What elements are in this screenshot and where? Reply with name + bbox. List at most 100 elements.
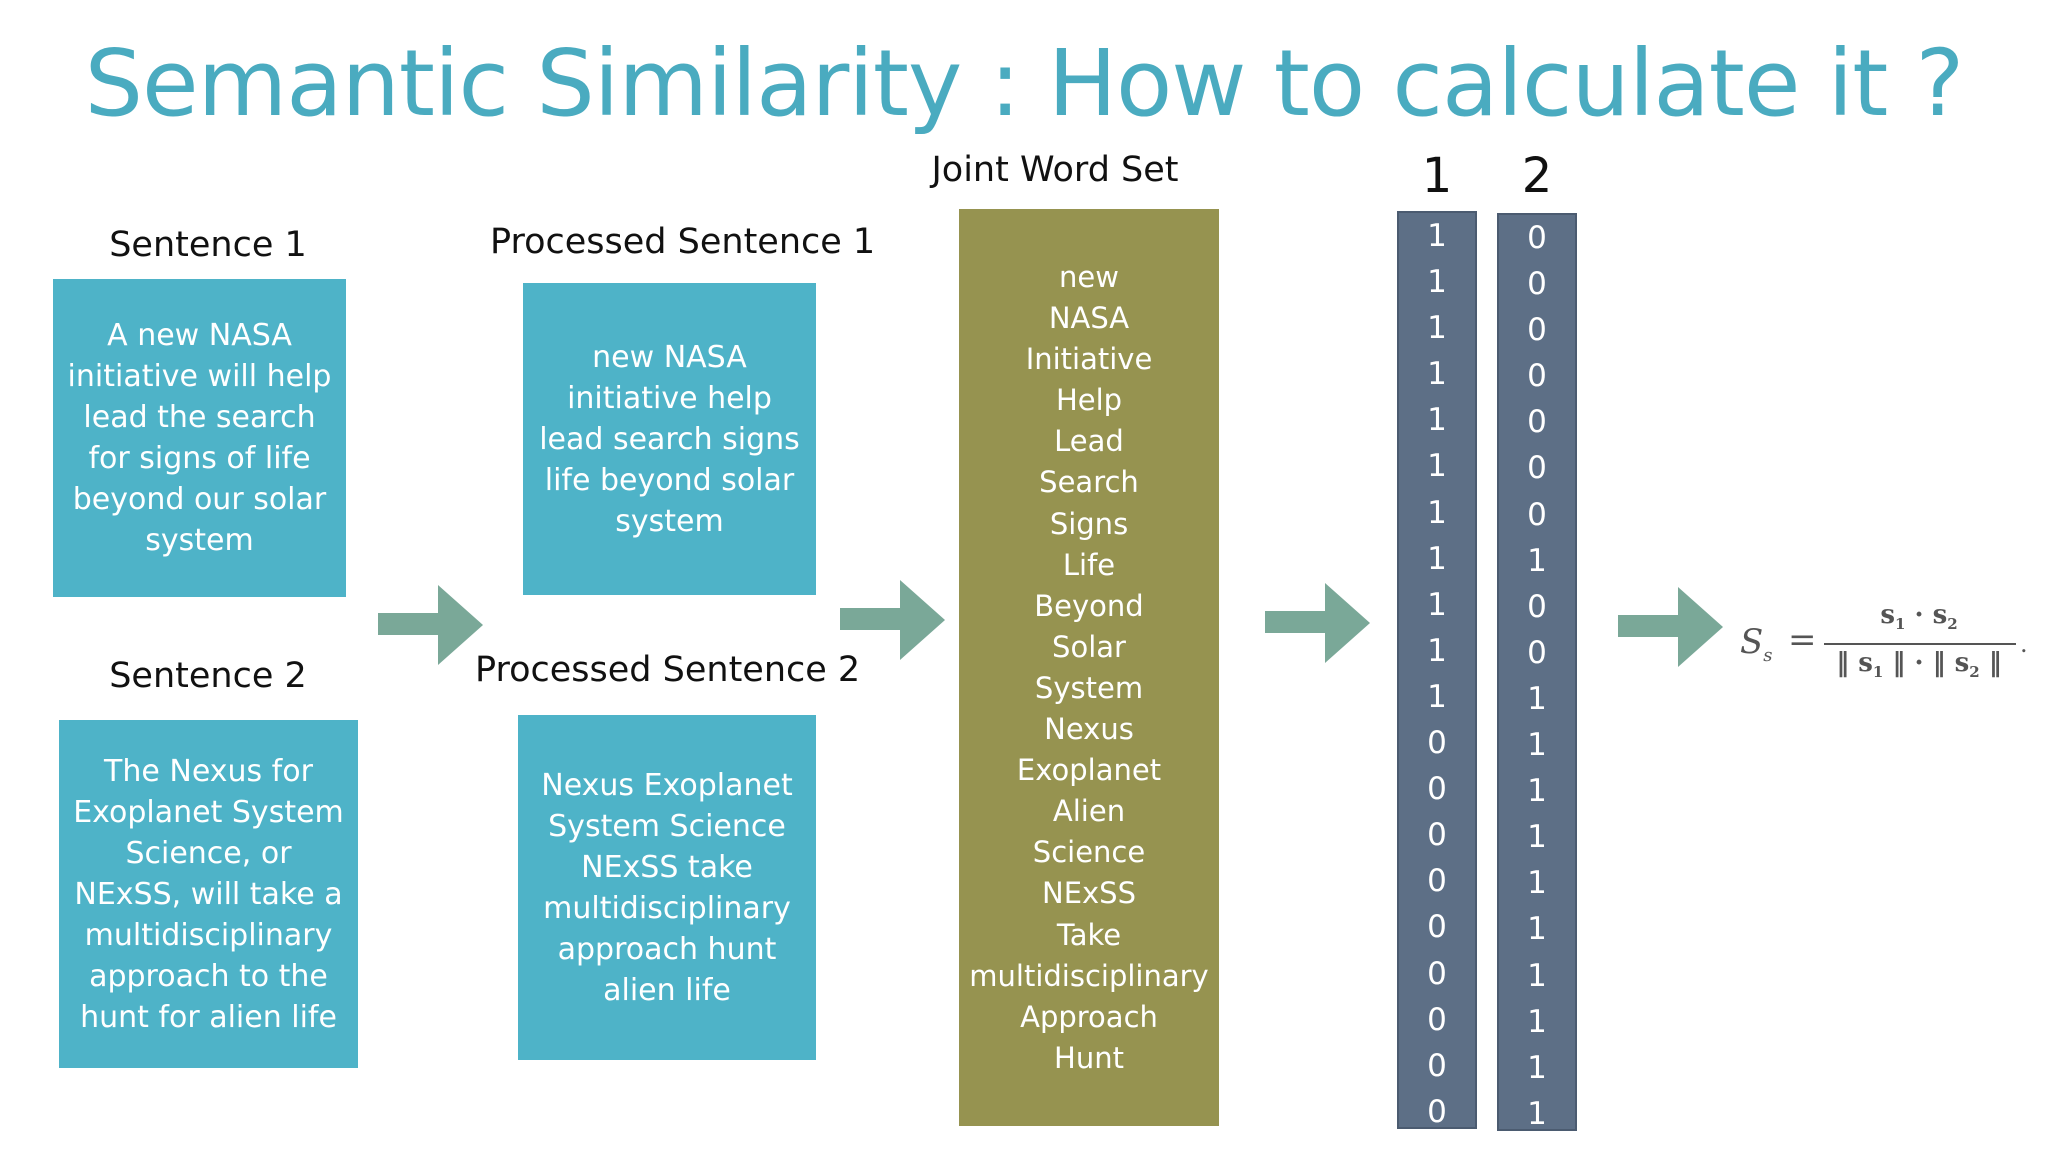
formula-numerator: s1 · s2 — [1824, 600, 2014, 633]
joint-word-set-box: new NASA Initiative Help Lead Search Sig… — [959, 209, 1219, 1126]
arrow-right-icon — [840, 580, 945, 660]
joint-word: Alien — [1052, 794, 1126, 829]
vector2-value: 1 — [1527, 819, 1547, 856]
formula-den-b-subscript: 2 — [1969, 663, 1980, 682]
formula-dot-operator: · — [1914, 600, 1924, 630]
joint-word: Exoplanet — [1016, 753, 1162, 788]
arrow-right-icon — [378, 585, 483, 665]
sentence1-box: A new NASA initiative will help lead the… — [53, 279, 346, 597]
vector2-value: 1 — [1527, 1095, 1547, 1132]
joint-word: Search — [1039, 465, 1139, 500]
vector1-value: 1 — [1427, 356, 1447, 393]
vector2-value: 0 — [1527, 220, 1547, 256]
formula-norm-bar: ‖ — [1932, 648, 1946, 678]
vector1-column: 1 1 1 1 1 1 1 1 1 1 1 0 0 0 0 0 0 0 0 0 — [1397, 211, 1477, 1130]
formula-equals-sign: = — [1788, 620, 1817, 660]
vector2-value: 1 — [1527, 1003, 1547, 1040]
joint-word: Beyond — [1034, 588, 1144, 623]
formula-norm-bar: ‖ — [1836, 648, 1850, 678]
joint-word: Hunt — [1054, 1040, 1124, 1075]
formula-period: . — [2020, 630, 2028, 658]
joint-word: new — [1059, 260, 1119, 294]
vector2-value: 1 — [1527, 542, 1547, 579]
vector1-value: 1 — [1427, 586, 1447, 623]
formula-norm-bar: ‖ — [1892, 648, 1906, 678]
vector1-value: 0 — [1427, 1001, 1447, 1038]
vector2-header: 2 — [1521, 148, 1553, 204]
joint-word: Initiative — [1025, 342, 1153, 377]
vector1-value: 0 — [1427, 817, 1447, 854]
vector1-value: 1 — [1427, 448, 1447, 485]
joint-word: Take — [1056, 917, 1122, 952]
joint-word: System — [1034, 670, 1144, 705]
formula-den-b: s — [1954, 648, 1970, 678]
vector1-value: 0 — [1427, 1093, 1447, 1130]
processed1-label: Processed Sentence 1 — [490, 222, 876, 262]
vector2-value: 0 — [1527, 588, 1547, 625]
vector2-value: 0 — [1527, 450, 1547, 487]
vector1-value: 1 — [1427, 402, 1447, 439]
formula-lhs-symbol: S — [1740, 622, 1764, 662]
processed2-box: Nexus Exoplanet System Science NExSS tak… — [518, 715, 816, 1060]
vector2-value: 0 — [1527, 404, 1547, 441]
vector2-value: 1 — [1527, 727, 1547, 764]
cosine-similarity-formula: Ss = s1 · s2 ‖ s1 ‖ · ‖ s2 ‖ . — [1740, 600, 2030, 690]
processed2-label: Processed Sentence 2 — [475, 650, 861, 690]
joint-word: Lead — [1054, 424, 1124, 459]
joint-word: NExSS — [1042, 876, 1136, 911]
vector2-value: 1 — [1527, 957, 1547, 994]
formula-den-a-subscript: 1 — [1872, 663, 1884, 682]
joint-word: multidisciplinary — [969, 958, 1209, 993]
processed1-box: new NASA initiative help lead search sig… — [523, 283, 816, 595]
sentence2-label: Sentence 2 — [109, 656, 307, 696]
formula-lhs: Ss — [1740, 622, 1773, 666]
arrow-right-icon — [1265, 583, 1370, 663]
vector1-value: 0 — [1427, 909, 1447, 946]
joint-word: Life — [1062, 547, 1116, 582]
formula-num-a: s — [1880, 600, 1895, 630]
vector1-value: 1 — [1427, 494, 1447, 531]
vector1-value: 1 — [1427, 310, 1447, 347]
processed1-text: new NASA initiative help lead search sig… — [539, 339, 800, 539]
vector2-value: 1 — [1527, 865, 1547, 902]
vector1-value: 1 — [1427, 218, 1447, 254]
vector1-value: 0 — [1427, 1047, 1447, 1084]
joint-word: Signs — [1049, 506, 1129, 541]
vector1-value: 0 — [1427, 771, 1447, 808]
formula-den-a: s — [1858, 648, 1873, 678]
formula-lhs-subscript: s — [1763, 644, 1773, 666]
joint-word: Solar — [1052, 629, 1126, 664]
vector2-value: 0 — [1527, 266, 1547, 303]
vector1-value: 1 — [1427, 264, 1447, 301]
vector1-value: 0 — [1427, 863, 1447, 900]
formula-fraction-bar — [1824, 643, 2016, 645]
vector1-value: 0 — [1427, 725, 1447, 762]
joint-word: Science — [1032, 835, 1146, 870]
sentence2-box: The Nexus for Exoplanet System Science, … — [59, 720, 358, 1068]
vector1-value: 1 — [1427, 540, 1447, 577]
formula-num-a-subscript: 1 — [1894, 615, 1906, 634]
vector1-value: 1 — [1427, 632, 1447, 669]
joint-word: NASA — [1048, 301, 1130, 336]
joint-word: Approach — [1020, 999, 1158, 1034]
formula-num-b: s — [1932, 600, 1948, 630]
joint-word-set-label: Joint Word Set — [931, 150, 1179, 190]
formula-num-b-subscript: 2 — [1947, 615, 1958, 634]
vector2-column: 0 0 0 0 0 0 0 1 0 0 1 1 1 1 1 1 1 1 1 1 — [1497, 213, 1577, 1132]
vector2-value: 0 — [1527, 496, 1547, 533]
joint-word: Help — [1055, 383, 1123, 418]
formula-norm-bar: ‖ — [1988, 648, 2002, 678]
formula-denominator: ‖ s1 ‖ · ‖ s2 ‖ — [1824, 648, 2014, 681]
sentence1-text: A new NASA initiative will help lead the… — [67, 318, 332, 558]
sentence2-text: The Nexus for Exoplanet System Science, … — [73, 753, 344, 1035]
vector2-value: 0 — [1527, 634, 1547, 671]
vector1-value: 0 — [1427, 955, 1447, 992]
joint-word: Nexus — [1044, 712, 1134, 747]
page-title: Semantic Similarity : How to calculate i… — [84, 30, 1965, 137]
vector2-value: 1 — [1527, 1049, 1547, 1086]
vector2-value: 1 — [1527, 680, 1547, 717]
formula-dot-operator: · — [1914, 648, 1924, 678]
vector1-header: 1 — [1421, 148, 1453, 204]
vector2-value: 0 — [1527, 358, 1547, 395]
vector2-value: 1 — [1527, 773, 1547, 810]
